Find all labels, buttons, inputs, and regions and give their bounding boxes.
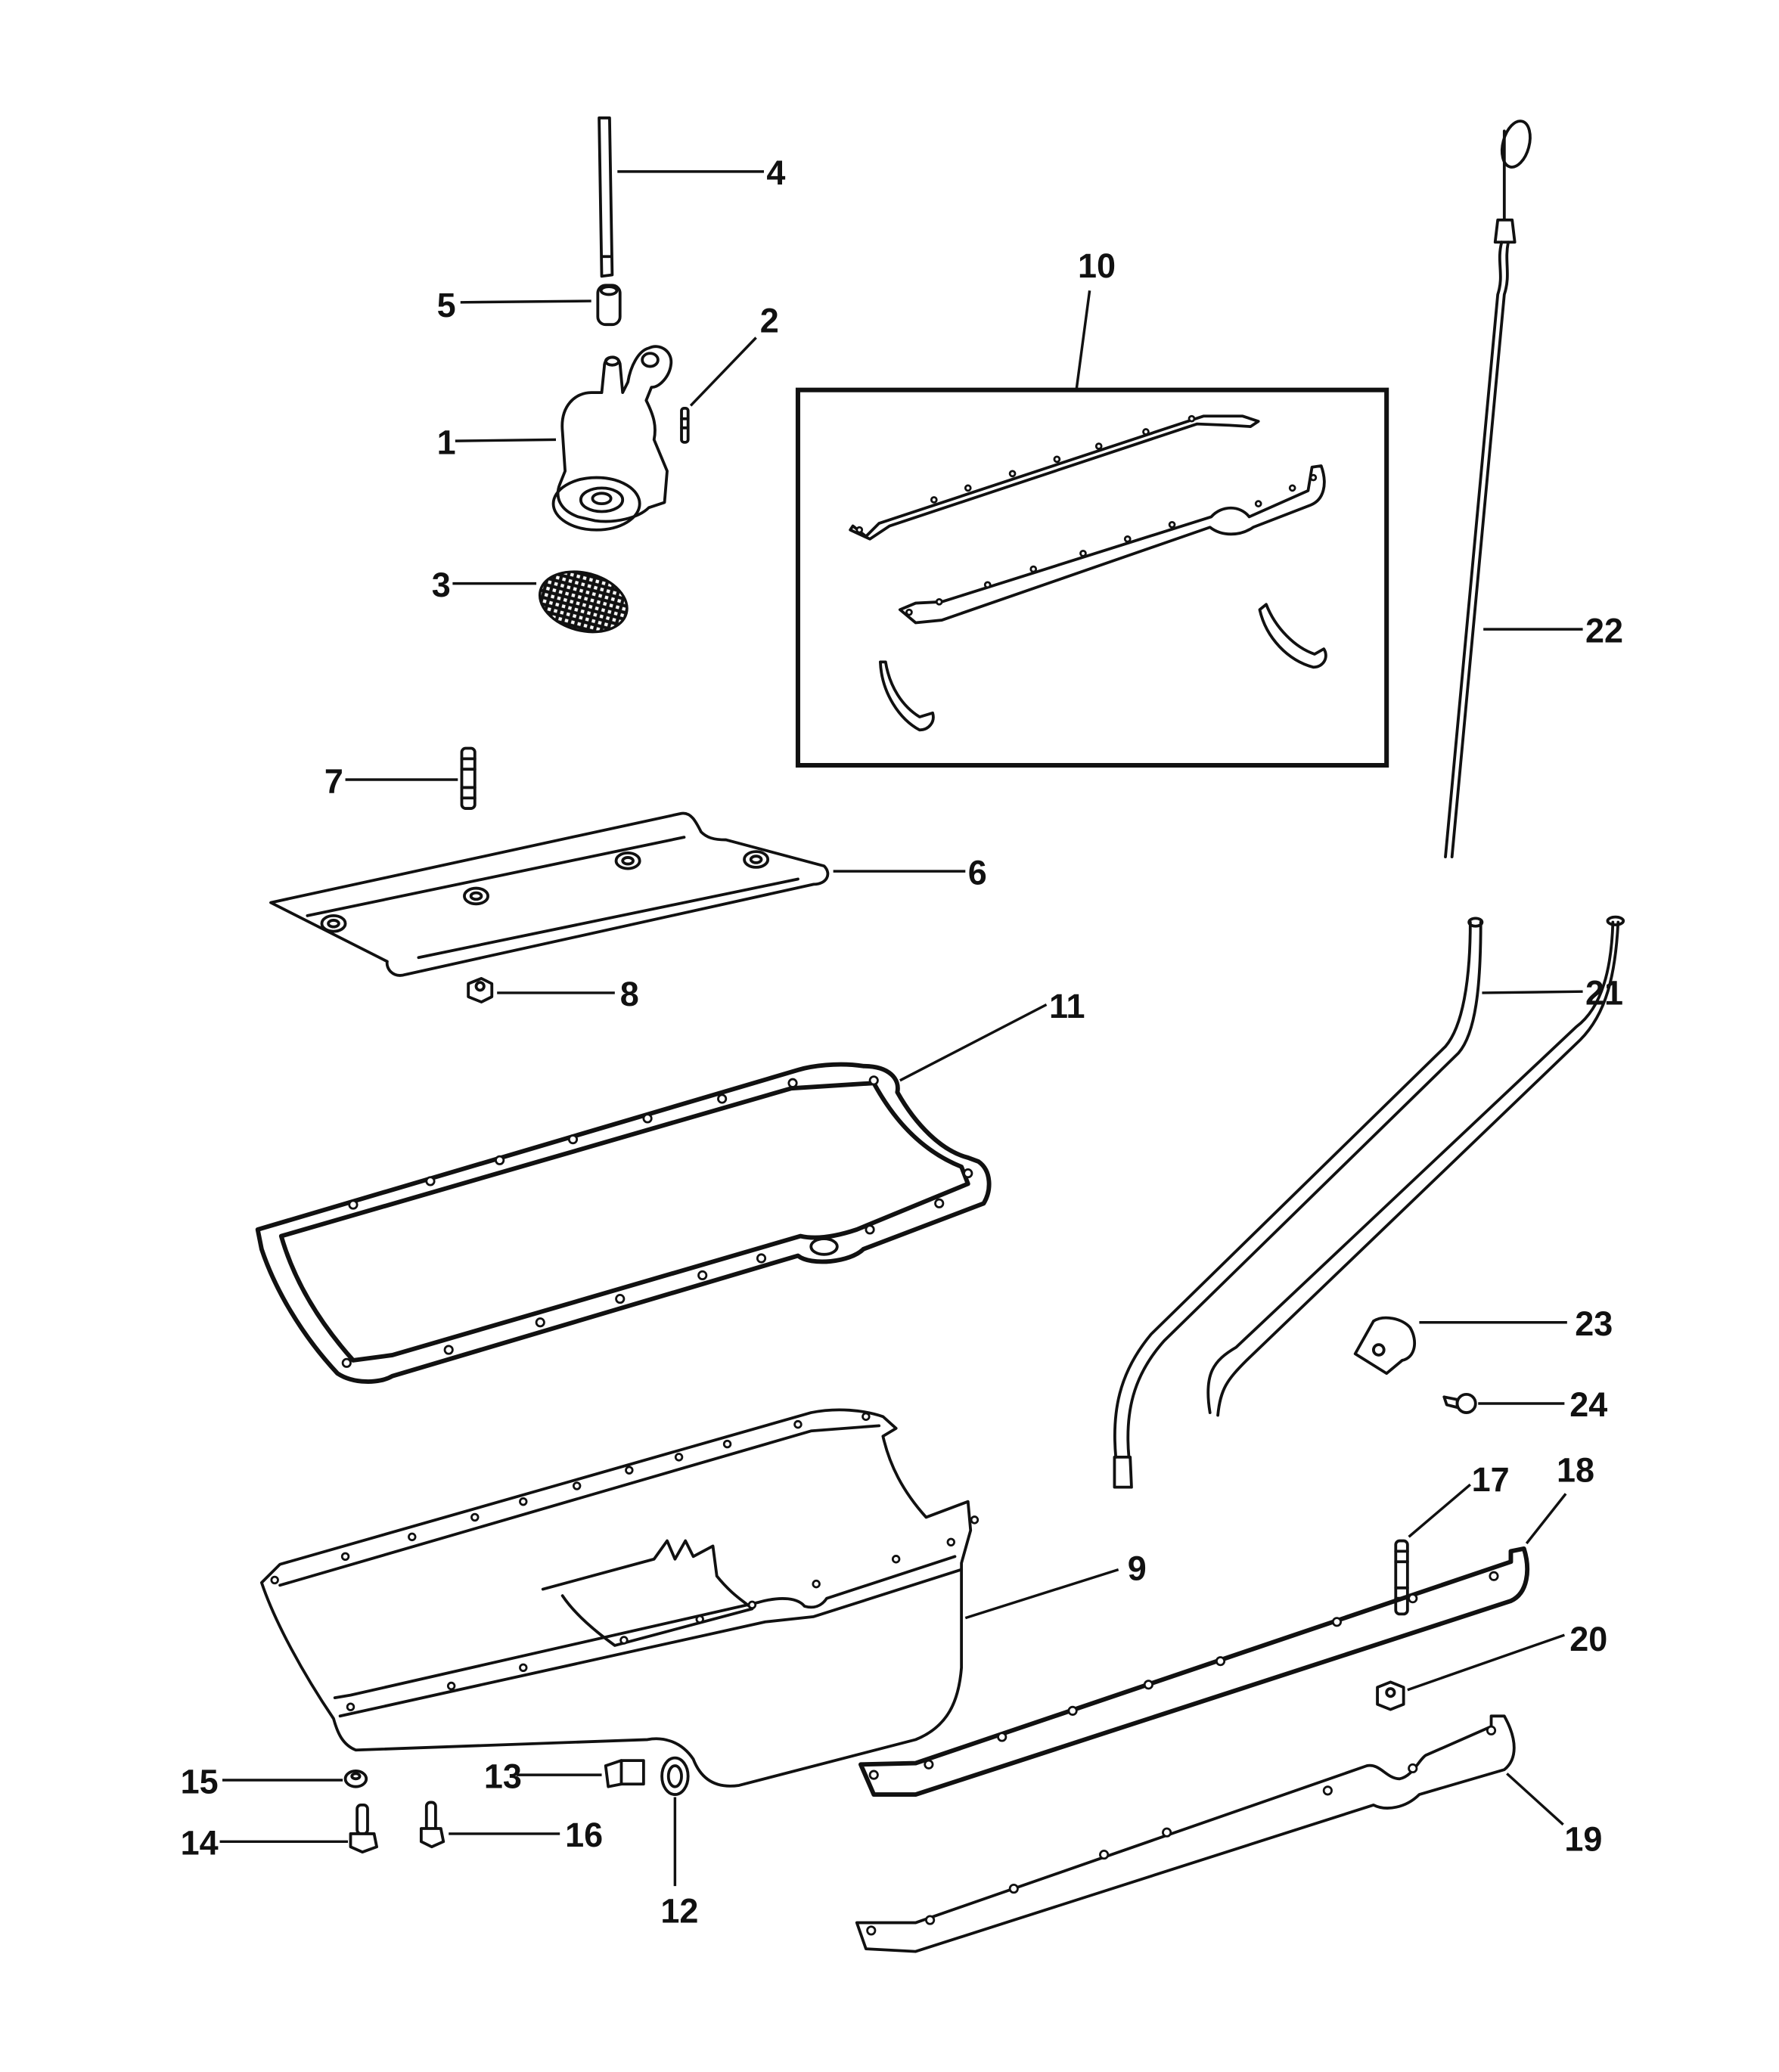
part-tube-clamp[interactable] [1353, 1316, 1417, 1376]
part-pan-bolt[interactable] [349, 1803, 378, 1854]
kit-end-seal-rear [1258, 603, 1327, 669]
callout-16[interactable]: 16 [565, 1816, 603, 1854]
part-drive-shaft[interactable] [598, 116, 614, 278]
callout-6[interactable]: 6 [968, 853, 987, 892]
leader-5 [460, 299, 591, 304]
callout-7[interactable]: 7 [324, 761, 343, 800]
gasket-kit-box[interactable] [795, 387, 1389, 768]
leader-11 [899, 1003, 1048, 1082]
part-drain-plug[interactable] [604, 1759, 645, 1788]
callout-14[interactable]: 14 [181, 1824, 219, 1863]
callout-13[interactable]: 13 [484, 1757, 522, 1795]
leader-20 [1407, 1633, 1565, 1692]
callout-9[interactable]: 9 [1128, 1549, 1147, 1587]
leader-9 [964, 1568, 1119, 1620]
callout-19[interactable]: 19 [1564, 1819, 1602, 1858]
part-pin[interactable] [680, 406, 690, 444]
part-pan-screw[interactable] [419, 1801, 446, 1849]
callout-8[interactable]: 8 [620, 975, 639, 1013]
callout-22[interactable]: 22 [1585, 611, 1623, 650]
kit-end-seal-front [878, 660, 935, 732]
callout-4[interactable]: 4 [766, 154, 785, 192]
part-rail-stud[interactable] [1394, 1539, 1409, 1616]
callout-21[interactable]: 21 [1585, 973, 1623, 1012]
part-pan-gasket[interactable] [255, 1062, 992, 1384]
callout-18[interactable]: 18 [1557, 1451, 1594, 1490]
callout-1[interactable]: 1 [437, 423, 456, 461]
callout-3[interactable]: 3 [432, 566, 451, 604]
part-baffle[interactable] [269, 811, 830, 977]
leader-21 [1482, 990, 1583, 994]
leader-17 [1408, 1483, 1471, 1538]
part-oil-pan[interactable] [259, 1408, 980, 1788]
callout-11[interactable]: 11 [1049, 987, 1085, 1025]
callout-12[interactable]: 12 [660, 1892, 698, 1931]
leader-10 [1075, 290, 1091, 389]
callout-5[interactable]: 5 [437, 286, 456, 324]
leader-2 [689, 337, 757, 407]
callout-10[interactable]: 10 [1078, 247, 1116, 285]
callout-17[interactable]: 17 [1472, 1460, 1510, 1499]
part-rail-nut[interactable] [1376, 1680, 1405, 1711]
leader-1 [455, 438, 557, 442]
leader-19 [1506, 1773, 1564, 1826]
kit-rail-gasket-right [898, 464, 1326, 625]
part-baffle-stud[interactable] [460, 746, 477, 810]
callout-23[interactable]: 23 [1575, 1304, 1613, 1343]
part-pan-washer[interactable] [343, 1770, 368, 1788]
part-oil-pump[interactable] [551, 345, 673, 532]
part-dipstick-tube[interactable] [1113, 915, 1625, 1489]
part-clamp-screw[interactable] [1442, 1392, 1477, 1414]
part-sleeve[interactable] [596, 284, 622, 327]
part-dipstick[interactable] [1444, 118, 1535, 858]
part-screen[interactable] [533, 563, 634, 641]
leader-18 [1525, 1493, 1567, 1545]
callout-15[interactable]: 15 [181, 1762, 219, 1801]
part-pan-rail-lower[interactable] [855, 1714, 1516, 1953]
part-drain-washer[interactable] [660, 1756, 690, 1796]
callout-24[interactable]: 24 [1569, 1385, 1607, 1424]
part-pan-rail-upper[interactable] [858, 1546, 1530, 1797]
callout-2[interactable]: 2 [760, 302, 779, 340]
kit-rail-gasket-left [849, 414, 1260, 541]
callout-20[interactable]: 20 [1569, 1620, 1607, 1658]
part-baffle-nut[interactable] [467, 977, 494, 1003]
